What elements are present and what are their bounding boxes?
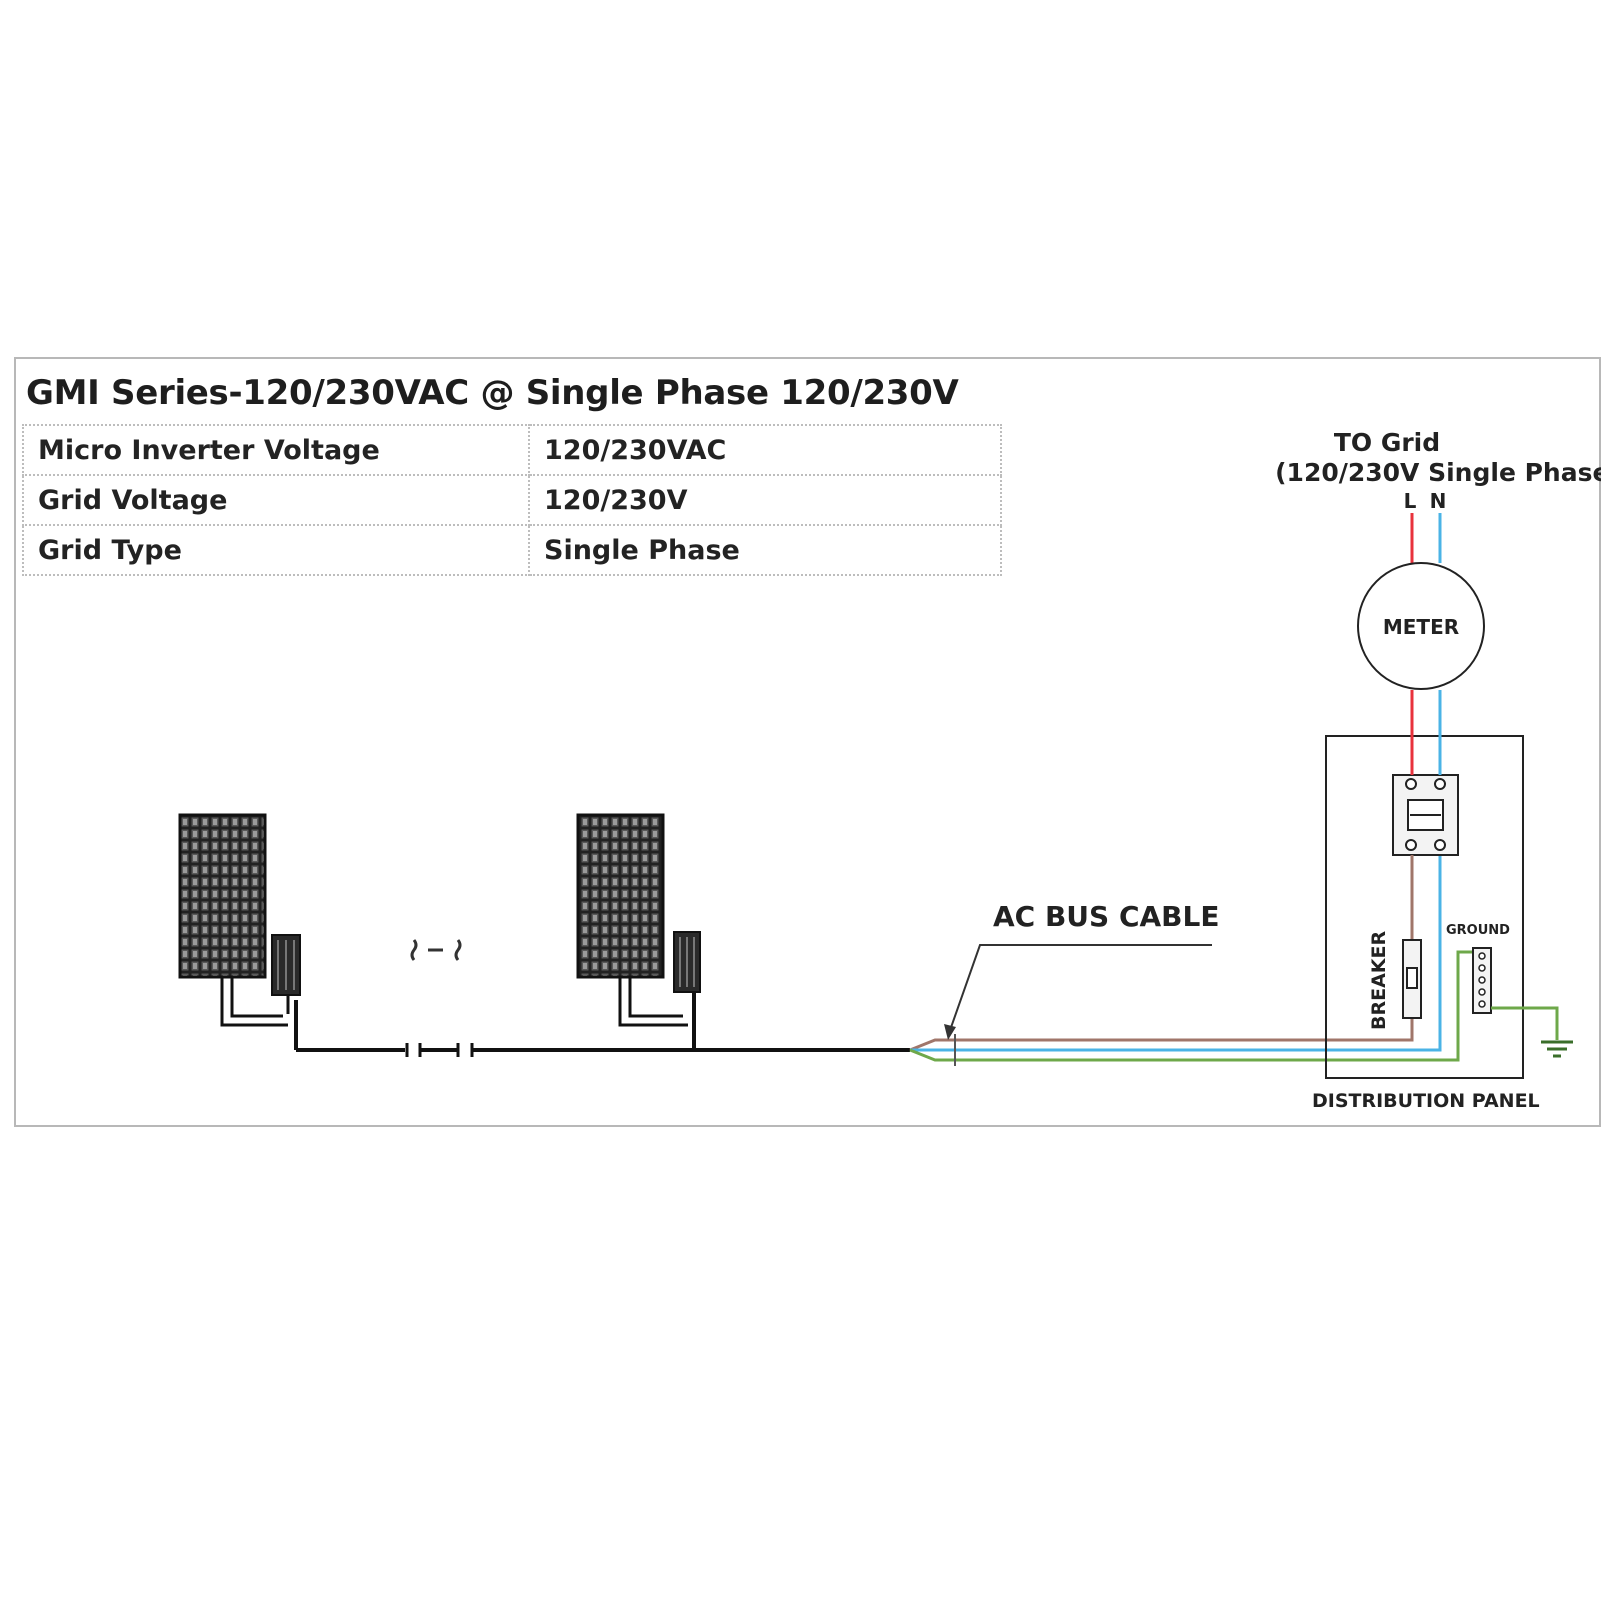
line-label: L: [1404, 489, 1417, 513]
grid-wires: [1410, 513, 1442, 940]
table-row: Grid Voltage 120/230V: [22, 474, 1002, 526]
microinverter-icon: [271, 934, 301, 996]
spec-value: 120/230VAC: [528, 424, 1002, 476]
ac-bus-label: AC BUS CABLE: [993, 900, 1220, 933]
microinverter-icon: [673, 931, 701, 993]
table-row: Micro Inverter Voltage 120/230VAC: [22, 424, 1002, 476]
ac-trunk-cable: [294, 992, 910, 1052]
dc-cable: [618, 977, 688, 1027]
spec-label: Grid Voltage: [22, 474, 530, 526]
earth-wire: [1491, 1006, 1559, 1040]
neutral-label: N: [1430, 489, 1447, 513]
breaker-label: BREAKER: [1368, 931, 1390, 1030]
leader-arrow-icon: [944, 944, 1212, 1040]
breaker-icon: [1402, 939, 1422, 1019]
spec-table: Micro Inverter Voltage 120/230VAC Grid V…: [22, 424, 1002, 576]
spec-label: Grid Type: [22, 524, 530, 576]
page-title: GMI Series-120/230VAC @ Single Phase 120…: [26, 373, 959, 413]
ground-bar-icon: [1472, 947, 1492, 1014]
spec-label: Micro Inverter Voltage: [22, 424, 530, 476]
to-grid-subtitle: (120/230V Single Phase): [1275, 458, 1601, 487]
dc-cable: [220, 977, 288, 1027]
ellipsis-icon: [410, 939, 462, 961]
distribution-panel: [1325, 735, 1524, 1079]
earth-ground-icon: [1541, 1040, 1573, 1058]
main-switch-icon: [1392, 774, 1459, 856]
spec-value: 120/230V: [528, 474, 1002, 526]
meter-icon: [1357, 562, 1485, 690]
solar-panel-icon: [178, 813, 267, 979]
to-grid-title: TO Grid: [1334, 428, 1440, 457]
ground-label: GROUND: [1446, 923, 1510, 938]
meter-label: METER: [1383, 615, 1459, 639]
solar-panel-icon: [576, 813, 665, 979]
spec-value: Single Phase: [528, 524, 1002, 576]
table-row: Grid Type Single Phase: [22, 524, 1002, 576]
panel-label: DISTRIBUTION PANEL: [1312, 1090, 1540, 1112]
